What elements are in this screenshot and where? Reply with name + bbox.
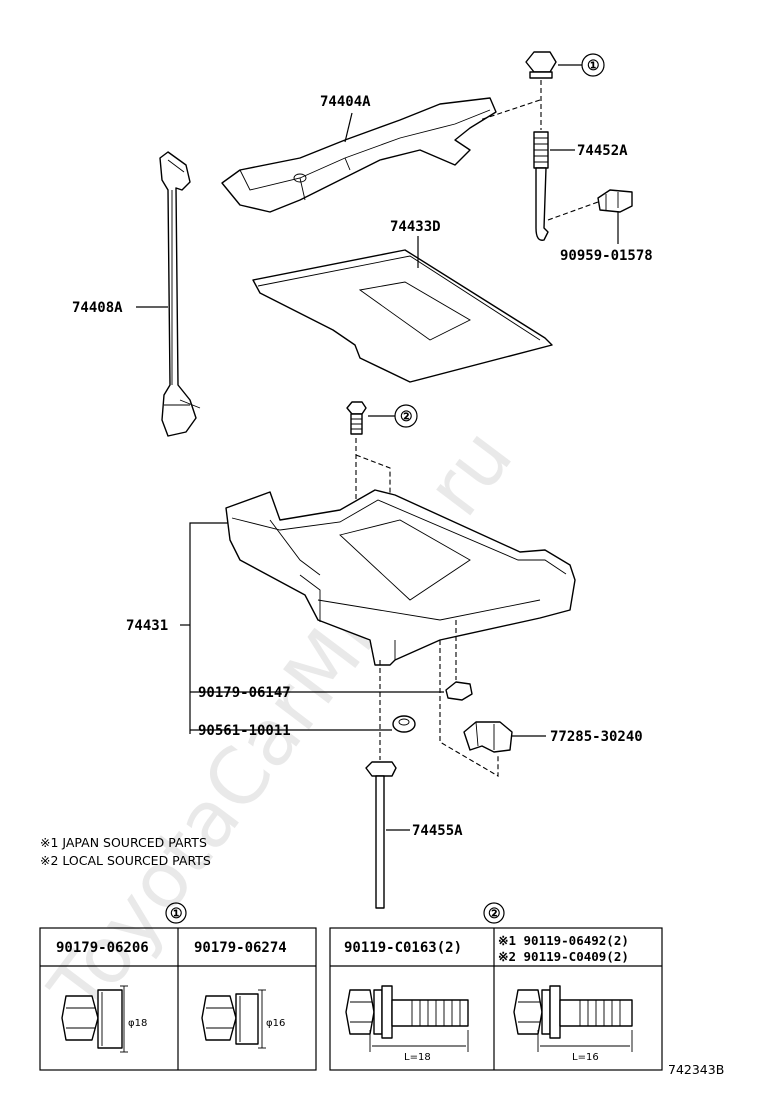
label-77285: 77285-30240 bbox=[550, 729, 643, 745]
label-74431: 74431 bbox=[126, 618, 168, 634]
note-japan-sourced: ※1 JAPAN SOURCED PARTS bbox=[40, 835, 207, 850]
label-90179-06147: 90179-06147 bbox=[198, 685, 291, 701]
bolt-74455A bbox=[365, 761, 397, 909]
table2-dim1: L=18 bbox=[404, 1052, 431, 1063]
table2-dim2: L=16 bbox=[572, 1052, 599, 1063]
leader-74404A bbox=[344, 112, 353, 143]
dash-clip bbox=[547, 201, 599, 221]
label-74452A: 74452A bbox=[577, 143, 628, 159]
label-90561: 90561-10011 bbox=[198, 723, 291, 739]
label-74404A: 74404A bbox=[320, 94, 371, 110]
nut-drawing-1 bbox=[61, 985, 128, 1053]
label-74433D: 74433D bbox=[390, 219, 441, 235]
table1-col2-header: 90179-06274 bbox=[194, 940, 287, 956]
flange-nut bbox=[525, 51, 557, 79]
battery-tray-74431 bbox=[225, 489, 576, 666]
grommet-90561 bbox=[392, 715, 416, 733]
bolt-drawing-2 bbox=[513, 985, 633, 1052]
table-1 bbox=[39, 927, 317, 1071]
nut-90179-06147 bbox=[445, 681, 473, 701]
callout-1-top-text: ① bbox=[587, 58, 600, 74]
table2-col2-header-b: ※2 90119-C0409(2) bbox=[498, 949, 629, 964]
label-74408A: 74408A bbox=[72, 300, 123, 316]
table2-col1-header: 90119-C0163(2) bbox=[344, 940, 462, 956]
callout-1-top bbox=[581, 53, 605, 77]
j-bolt-74452A bbox=[533, 131, 549, 241]
callout-1-table bbox=[165, 902, 187, 924]
table1-dim1: φ18 bbox=[128, 1018, 147, 1029]
hold-down-bracket-74404A bbox=[221, 97, 497, 213]
hold-down-rod-74408A bbox=[159, 151, 201, 437]
callout-1-table-text: ① bbox=[170, 906, 183, 922]
clamp-77285-30240 bbox=[463, 721, 513, 753]
callout-2-table-text: ② bbox=[488, 906, 501, 922]
bolt-drawing-1 bbox=[345, 985, 469, 1052]
clip-90959 bbox=[597, 189, 633, 213]
callout-2-diagram bbox=[394, 404, 418, 428]
dash-clamp bbox=[439, 640, 499, 777]
figure-id: 742343B bbox=[668, 1062, 724, 1077]
dash-nut-bracket bbox=[479, 99, 541, 121]
callout-2-diagram-text: ② bbox=[400, 409, 413, 425]
table1-dim2: φ16 bbox=[266, 1018, 285, 1029]
label-74455A: 74455A bbox=[412, 823, 463, 839]
table2-col2-header-a: ※1 90119-06492(2) bbox=[498, 933, 629, 948]
table-2 bbox=[329, 927, 663, 1071]
label-90959: 90959-01578 bbox=[560, 248, 653, 264]
bracket-74431 bbox=[189, 522, 228, 734]
nut-drawing-2 bbox=[201, 989, 266, 1049]
flange-bolt bbox=[346, 401, 367, 435]
dash-bolt-2 bbox=[355, 454, 391, 580]
note-local-sourced: ※2 LOCAL SOURCED PARTS bbox=[40, 853, 211, 868]
callout-2-table bbox=[483, 902, 505, 924]
tray-sheet-74433D bbox=[252, 249, 553, 383]
table1-col1-header: 90179-06206 bbox=[56, 940, 149, 956]
